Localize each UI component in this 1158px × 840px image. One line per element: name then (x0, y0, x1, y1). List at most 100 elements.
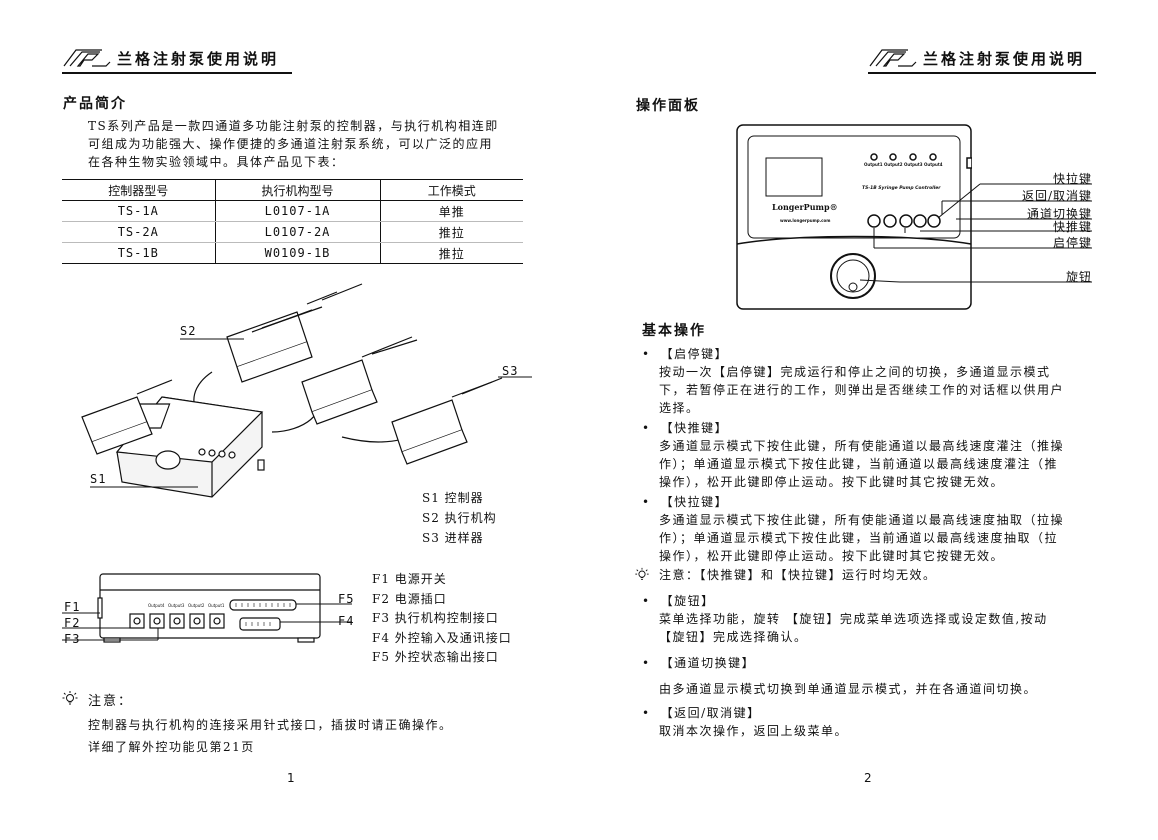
lightbulb-icon (62, 691, 78, 705)
table-cell: TS-1A (62, 200, 215, 222)
section-title: 【快拉键】 (660, 495, 729, 509)
run-note: 注意：【快推键】和【快拉键】运行时均无效。 (635, 566, 1097, 584)
section-title: 【旋钮】 (660, 594, 715, 608)
label-start-stop: 启停键 (1052, 236, 1092, 250)
header-rule (868, 72, 1096, 74)
bullet-icon: • (642, 594, 651, 608)
section-back-cancel: • 【返回/取消键】 取消本次操作，返回上级菜单。 (642, 704, 1097, 740)
port-label: Output2 (188, 603, 205, 608)
label-fast-push: 快推键 (1052, 220, 1092, 234)
section-line: 操作），松开此键即停止运动。按下此键时其它按键无效。 (659, 549, 1005, 563)
bullet-icon: • (642, 656, 651, 670)
table-cell: 单推 (379, 200, 523, 222)
left-header: 兰格注射泵使用说明 (62, 42, 292, 78)
table-header: 控制器型号 (62, 179, 215, 201)
output-label: Output1 (864, 162, 883, 167)
port-label: Output4 (148, 603, 165, 608)
label-f3: F3 (64, 632, 81, 646)
panel-brand: LongerPump® (772, 202, 838, 212)
output-label: Output2 (884, 162, 903, 167)
label-f1: F1 (64, 600, 81, 614)
table-cell: 推拉 (379, 221, 523, 243)
label-s2: S2 (180, 324, 197, 338)
section-line: 由多通道显示模式切换到单通道显示模式，并在各通道间切换。 (659, 682, 1038, 696)
table-cell: TS-2A (62, 221, 215, 243)
intro-paragraph: TS系列产品是一款四通道多功能注射泵的控制器，与执行机构相连即 可组成为功能强大… (88, 117, 528, 171)
panel-drawing (736, 124, 972, 310)
section-fast-push: • 【快推键】 多通道显示模式下按住此键，所有使能通道以最高线速度灌注（推操 作）… (642, 419, 1097, 491)
panel-callouts (860, 183, 1092, 283)
section-title: 【启停键】 (660, 347, 729, 361)
note-text: 控制器与执行机构的连接采用针式接口，插拔时请正确操作。 详细了解外控功能见第21… (88, 714, 528, 758)
bullet-icon: • (642, 706, 651, 720)
header-title: 兰格注射泵使用说明 (117, 50, 280, 68)
label-s3: S3 (502, 364, 519, 378)
table-cell: L0107-2A (214, 221, 380, 243)
right-header: 兰格注射泵使用说明 (868, 42, 1096, 78)
f-legend: F1 电源开关 F2 电源插口 F3 执行机构控制接口 F4 外控输入及通讯接口… (372, 570, 512, 668)
page-number-left: 1 (287, 771, 295, 785)
system-illustration (81, 283, 532, 498)
label-knob: 旋钮 (1065, 270, 1092, 284)
label-f2: F2 (64, 616, 81, 630)
section-start-stop: •【启停键】 按动一次【启停键】完成运行和停止之间的切换，多通道显示模式 下，若… (642, 345, 1097, 417)
section-line: 作）；单通道显示模式下按住此键，当前通道以最高线速度抽取（拉 (659, 531, 1059, 545)
table-cell: W0109-1B (214, 242, 380, 264)
intro-line: 在各种生物实验领域中。具体产品见下表： (88, 155, 345, 169)
section-line: 下，若暂停正在进行的工作，则弹出是否继续工作的对话框以供用户 (659, 383, 1065, 397)
run-note-text: 注意：【快推键】和【快拉键】运行时均无效。 (659, 568, 937, 582)
sections-block: •【启停键】 按动一次【启停键】完成运行和停止之间的切换，多通道显示模式 下，若… (635, 345, 1097, 740)
intro-title: 产品简介 (63, 96, 127, 112)
section-line: 作）；单通道显示模式下按住此键，当前通道以最高线速度灌注（推 (659, 457, 1059, 471)
section-line: 多通道显示模式下按住此键，所有使能通道以最高线速度抽取（拉操 (659, 513, 1065, 527)
logo-icon (63, 49, 111, 67)
intro-line: 可组成为功能强大、操作便捷的多通道注射泵系统，可以广泛的应用 (88, 137, 494, 151)
table-cell: TS-1B (62, 242, 215, 264)
logo-icon (869, 49, 917, 67)
legend-item: F2 电源插口 (372, 591, 447, 606)
legend-item: S3 进样器 (422, 531, 484, 545)
bullet-icon: • (642, 421, 651, 435)
section-title: 【返回/取消键】 (660, 706, 761, 720)
note-title: 注意： (88, 694, 134, 709)
legend-item: F4 外控输入及通讯接口 (372, 630, 512, 645)
table-header-row: 控制器型号 执行机构型号 工作模式 (62, 179, 523, 201)
label-back-cancel: 返回/取消键 (1021, 189, 1092, 203)
section-line: 【旋钮】完成选择确认。 (659, 630, 808, 644)
panel-website: www.longerpump.com (780, 218, 831, 223)
section-title: 【快推键】 (660, 421, 729, 435)
legend-item: S2 执行机构 (422, 511, 497, 525)
table-header: 工作模式 (379, 179, 523, 201)
bullet-icon: • (642, 347, 651, 361)
panel-model: TS-1B Syringe Pump Controller (862, 186, 941, 191)
table-header: 执行机构型号 (214, 179, 380, 201)
bullet-icon: • (642, 495, 651, 509)
section-line: 多通道显示模式下按住此键，所有使能通道以最高线速度灌注（推操 (659, 439, 1065, 453)
legend-item: F5 外控状态输出接口 (372, 650, 499, 664)
section-line: 菜单选择功能，旋转 【旋钮】完成菜单选项选择或设定数值,按动 (659, 612, 1048, 626)
section-line: 取消本次操作，返回上级菜单。 (659, 724, 849, 738)
section-title: 【通道切换键】 (660, 656, 756, 670)
label-fast-pull: 快拉键 (1052, 172, 1092, 186)
port-label: Output1 (208, 603, 225, 608)
operation-panel: Output1 Output2 Output3 Output4 TS-1B Sy… (736, 124, 972, 310)
table-cell: L0107-1A (214, 200, 380, 222)
rear-panel-illustration (62, 573, 352, 643)
header-rule (62, 72, 292, 74)
label-channel-switch: 通道切换键 (1026, 207, 1092, 221)
table-row: TS-2A L0107-2A 推拉 (62, 221, 523, 243)
note-line: 控制器与执行机构的连接采用针式接口，插拔时请正确操作。 (88, 718, 453, 732)
label-f4: F4 (338, 614, 355, 628)
output-label: Output4 (924, 162, 943, 167)
legend-item: S1 控制器 (422, 491, 484, 505)
section-channel-switch: • 【通道切换键】 由多通道显示模式切换到单通道显示模式，并在各通道间切换。 (642, 654, 1097, 698)
table-row: TS-1B W0109-1B 推拉 (62, 242, 523, 264)
port-label: Output3 (168, 603, 185, 608)
panel-title: 操作面板 (636, 98, 700, 114)
section-fast-pull: • 【快拉键】 多通道显示模式下按住此键，所有使能通道以最高线速度抽取（拉操 作）… (642, 493, 1097, 565)
header-title: 兰格注射泵使用说明 (923, 50, 1086, 68)
page-number-right: 2 (864, 771, 872, 785)
section-line: 操作），松开此键即停止运动。按下此键时其它按键无效。 (659, 475, 1005, 489)
section-knob: • 【旋钮】 菜单选择功能，旋转 【旋钮】完成菜单选项选择或设定数值,按动 【旋钮… (642, 592, 1097, 646)
table-cell: 推拉 (379, 242, 523, 264)
